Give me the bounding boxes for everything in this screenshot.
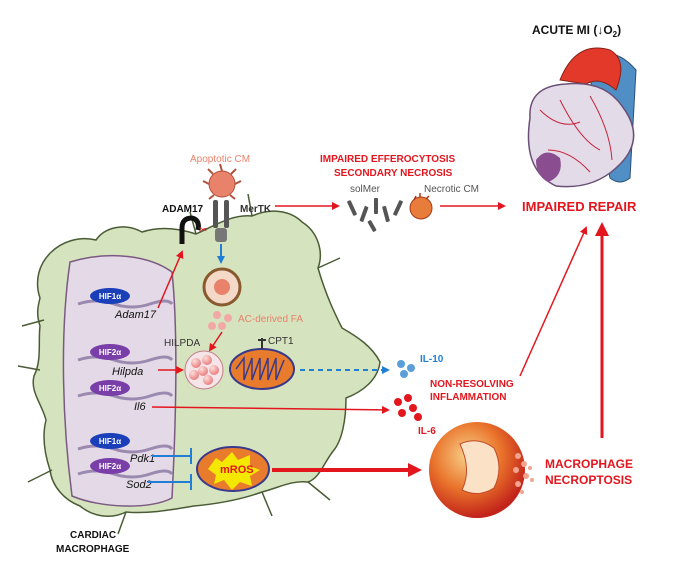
tf-label-4: HIF2α [99, 462, 121, 471]
gene-sod2: Sod2 [126, 479, 152, 491]
il6-arrow [151, 405, 390, 414]
cpt1-label: CPT1 [268, 336, 294, 347]
heart-icon [527, 47, 637, 188]
mros-icon [196, 446, 270, 492]
lipid-droplet-icon [184, 350, 224, 390]
tf-badge-1: HIF2α [90, 344, 130, 360]
gene-adam17: Adam17 [114, 309, 157, 321]
tf-badge-2: HIF2α [90, 380, 130, 396]
apoptotic-cm-icon [202, 163, 242, 200]
necrotic-cm-label: Necrotic CM [424, 184, 479, 195]
tf-badge-3: HIF1α [90, 433, 130, 449]
pseudopod [17, 193, 341, 535]
necroptosis-line1: MACROPHAGE [545, 457, 633, 471]
inflammation-arrow [519, 226, 588, 377]
non-resolving-line1: NON-RESOLVING [430, 379, 514, 390]
gene-il6: Il6 [134, 401, 147, 413]
inhibition-lines [148, 448, 192, 490]
necrotic-cm-icon [409, 193, 433, 220]
phagosome-icon [202, 267, 242, 307]
non-resolving-line2: INFLAMMATION [430, 392, 506, 403]
efferocytosis-line2: SECONDARY NECROSIS [334, 168, 453, 179]
tf-label-3: HIF1α [99, 437, 121, 446]
solmer-label: solMer [350, 184, 381, 195]
tf-label-2: HIF2α [99, 384, 121, 393]
hilpda-label: HILPDA [164, 338, 200, 349]
solmer-icon [347, 198, 403, 232]
mitochondrion-icon [229, 338, 295, 390]
necroptosis-line2: NECROPTOSIS [545, 473, 632, 487]
apoptotic-cm-label: Apoptotic CM [190, 154, 250, 165]
tf-label-0: HIF1α [99, 292, 121, 301]
tf-badge-4: HIF2α [90, 458, 130, 474]
necroptotic-cell-icon [429, 422, 534, 518]
il6-icon [394, 394, 422, 421]
fa-arrow [208, 331, 223, 352]
impaired-repair-label: IMPAIRED REPAIR [522, 199, 637, 214]
gene-pdk1: Pdk1 [130, 453, 155, 465]
il10-label: IL-10 [420, 354, 444, 365]
cardiac-line2: MACROPHAGE [56, 544, 130, 555]
adam17-arrow [157, 250, 184, 309]
il6-label: IL-6 [418, 426, 436, 437]
cardiac-line1: CARDIAC [70, 530, 116, 541]
mros-label: mROS [220, 464, 254, 476]
title-main: ACUTE MI (↓O2) [532, 23, 621, 39]
tf-badge-0: HIF1α [90, 288, 130, 304]
adam17-label: ADAM17 [162, 204, 204, 215]
fa-dots [208, 311, 232, 330]
mertk-receptor [213, 200, 229, 242]
adam17-icon: ✂ [179, 215, 207, 244]
ac-fa-label: AC-derived FA [238, 314, 303, 325]
mertk-label: MerTK [240, 204, 272, 215]
il10-icon [397, 360, 415, 378]
tf-label-1: HIF2α [99, 348, 121, 357]
svg-text:✂: ✂ [199, 225, 207, 236]
gene-hilpda: Hilpda [112, 366, 143, 378]
efferocytosis-line1: IMPAIRED EFFEROCYTOSIS [320, 154, 456, 165]
